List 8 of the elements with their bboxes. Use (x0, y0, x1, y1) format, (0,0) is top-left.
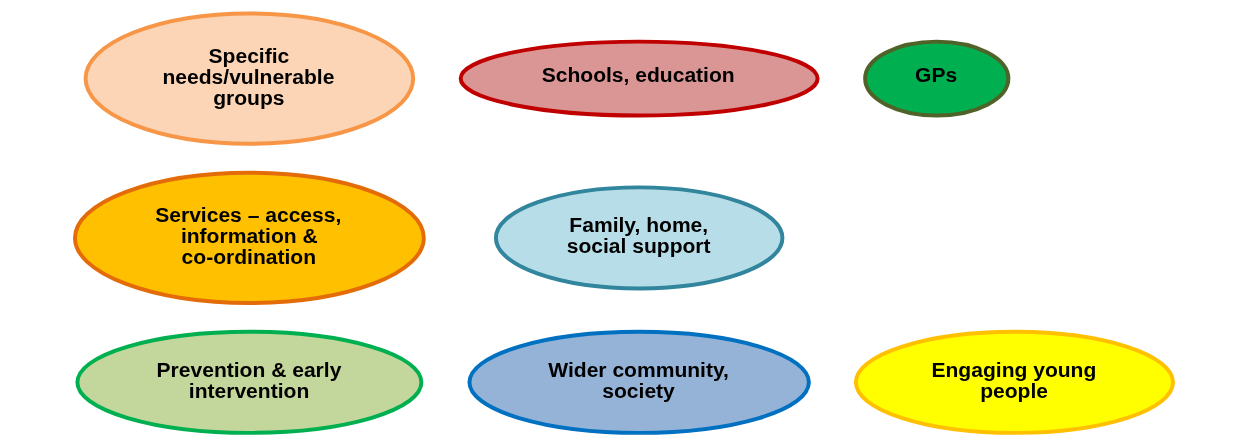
node-ellipse: Schools, education (458, 39, 820, 118)
node-ellipse: Prevention & early intervention (74, 329, 423, 435)
node-ellipse: Services – access, information & co-ordination (72, 170, 426, 306)
node-ellipse: Wider community, society (466, 329, 811, 435)
node-ellipse: Family, home, social support (493, 185, 784, 291)
node-ellipse: Specific needs/vulnerable groups (83, 11, 415, 146)
node-ellipse: Engaging young people (853, 329, 1175, 435)
node-ellipse: GPs (862, 39, 1010, 118)
